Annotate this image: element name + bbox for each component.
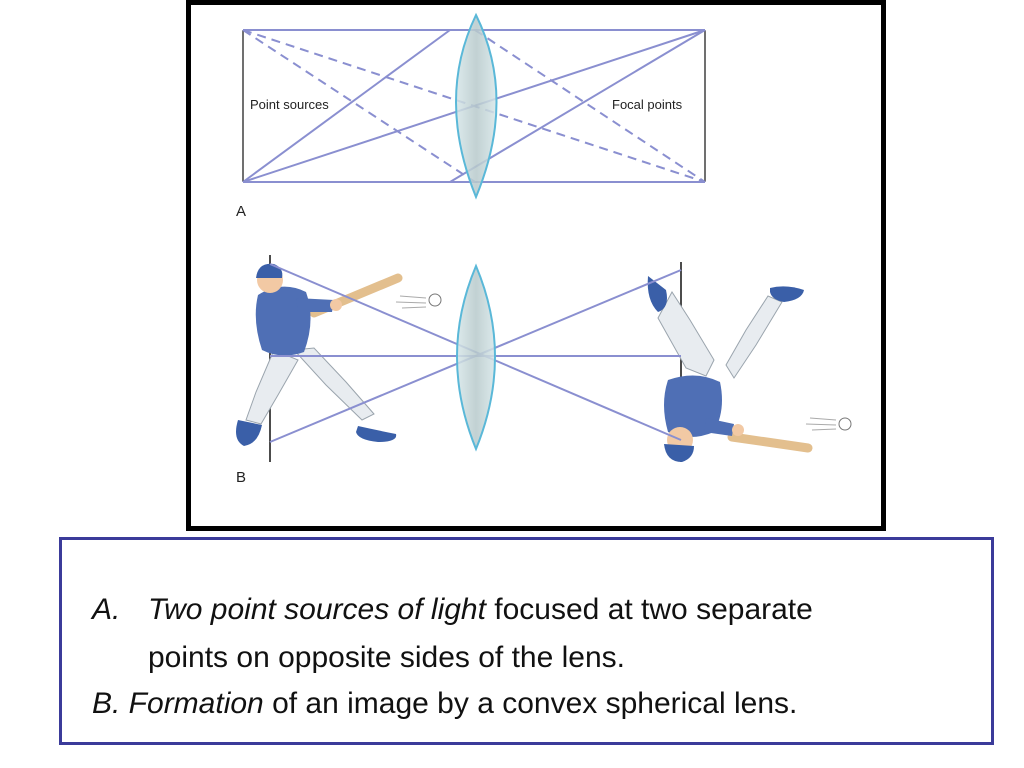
caption-a-rest: focused at two separate (485, 593, 813, 626)
caption-box: A. Two point sources of light focused at … (59, 537, 994, 745)
caption-marker-a: A. (92, 593, 121, 626)
baseball-icon (395, 293, 442, 309)
baseball-icon (805, 417, 852, 431)
convex-lens-icon (456, 263, 496, 452)
figure-frame: Point sources Focal points A (186, 0, 886, 531)
label-focal-points: Focal points (612, 97, 683, 112)
convex-lens-icon (455, 12, 498, 200)
caption-a-emphasis: Two point sources of light (148, 593, 486, 626)
panel-letter-b: B (236, 469, 246, 486)
caption-b-rest: of an image by a convex spherical lens. (263, 687, 798, 720)
caption-b-emphasis: B. Formation (92, 687, 264, 720)
baseball-batter-icon (236, 263, 403, 446)
diagram-b: B (236, 255, 852, 486)
inverted-batter-image-icon (647, 276, 813, 462)
panel-letter-a: A (236, 203, 246, 220)
caption-item-b: B. Formation of an image by a convex sph… (92, 686, 797, 722)
caption-item-a-continuation: points on opposite sides of the lens. (148, 641, 625, 674)
label-point-sources: Point sources (250, 97, 329, 112)
diagram-a: Point sources Focal points A (236, 12, 706, 220)
caption-item-a: A. Two point sources of light focused at … (92, 592, 813, 628)
